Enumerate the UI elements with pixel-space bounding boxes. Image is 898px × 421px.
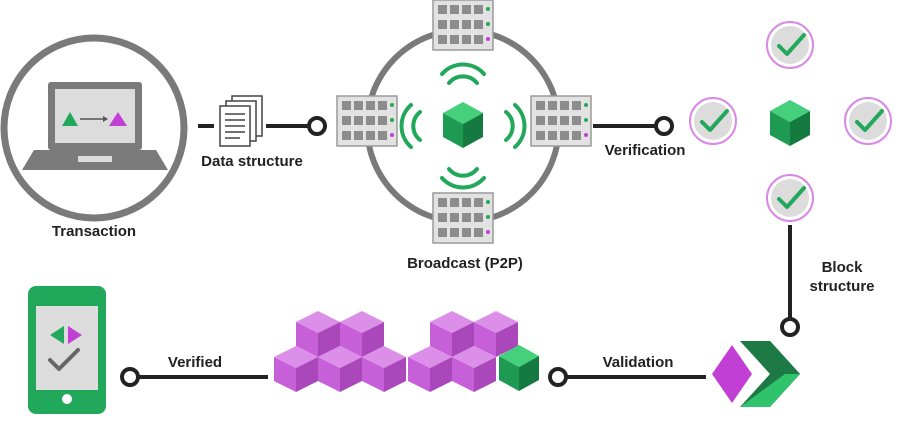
check-badge-icon [765, 20, 815, 70]
cube-icon [443, 102, 483, 148]
broadcast-label: Broadcast (P2P) [407, 255, 523, 272]
signal-waves-icon [399, 62, 527, 190]
server-icon [530, 95, 592, 147]
server-icon [432, 192, 494, 244]
verification-label: Verification [605, 142, 686, 159]
check-badge-icon [843, 96, 893, 146]
phone-icon [28, 286, 106, 414]
check-badge-icon [765, 173, 815, 223]
check-badge-icon [688, 96, 738, 146]
verified-label: Verified [168, 354, 222, 371]
validation-label: Validation [603, 354, 674, 371]
transaction-label: Transaction [52, 223, 136, 240]
blockchain-cubes [274, 311, 539, 392]
data-structure-label: Data structure [201, 153, 303, 170]
documents-icon [219, 95, 263, 147]
server-icon [432, 0, 494, 51]
laptop-icon [0, 34, 188, 222]
block-structure-label-line2: structure [809, 278, 874, 295]
connector-node [120, 367, 140, 387]
block-structure-label-line1: Block [822, 259, 864, 276]
connector-node [548, 367, 568, 387]
block-logo-icon [712, 341, 800, 407]
connector-node [780, 317, 800, 337]
connector-node [307, 116, 327, 136]
cube-icon [770, 100, 810, 146]
connector-node [654, 116, 674, 136]
server-icon [336, 95, 398, 147]
